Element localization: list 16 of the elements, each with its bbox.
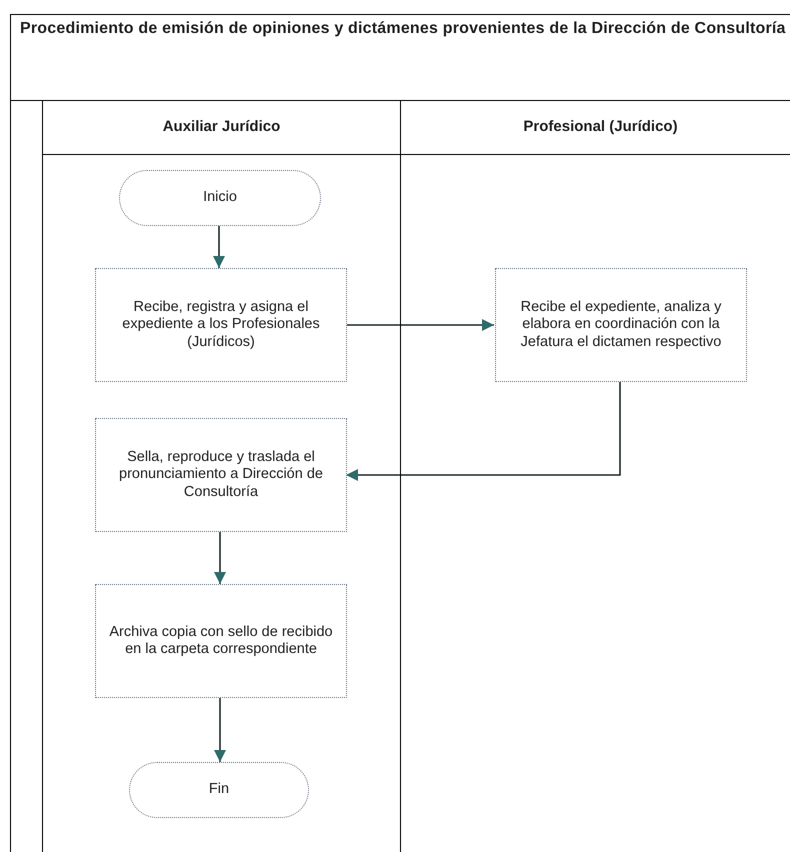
process-box: Sella, reproduce y traslada el pronunciamiento a Dirección de Consultoría [95, 418, 347, 532]
lane-header: Auxiliar Jurídico [43, 100, 400, 155]
lane-header: Profesional (Jurídico) [401, 100, 790, 155]
process-box: Archiva copia con sello de recibido en la carpeta correspondiente [95, 584, 347, 698]
process-box: Recibe el expediente, analiza y elabora en coordinación con la Jefatura el dictamen respectivo [495, 268, 747, 382]
process-box: Recibe, registra y asigna el expediente a los Profesionales (Jurídicos) [95, 268, 347, 382]
terminator: Inicio [119, 170, 321, 226]
arrow [346, 319, 494, 331]
diagram-title: Procedimiento de emisión de opiniones y dictámenes provenientes de la Dirección de Consultoría [20, 19, 787, 39]
arrow [214, 532, 226, 584]
swimlane [400, 100, 790, 852]
arrow [346, 382, 621, 481]
terminator: Fin [129, 762, 309, 818]
arrow [214, 698, 226, 762]
swimlane [42, 100, 400, 852]
arrow [213, 226, 225, 268]
